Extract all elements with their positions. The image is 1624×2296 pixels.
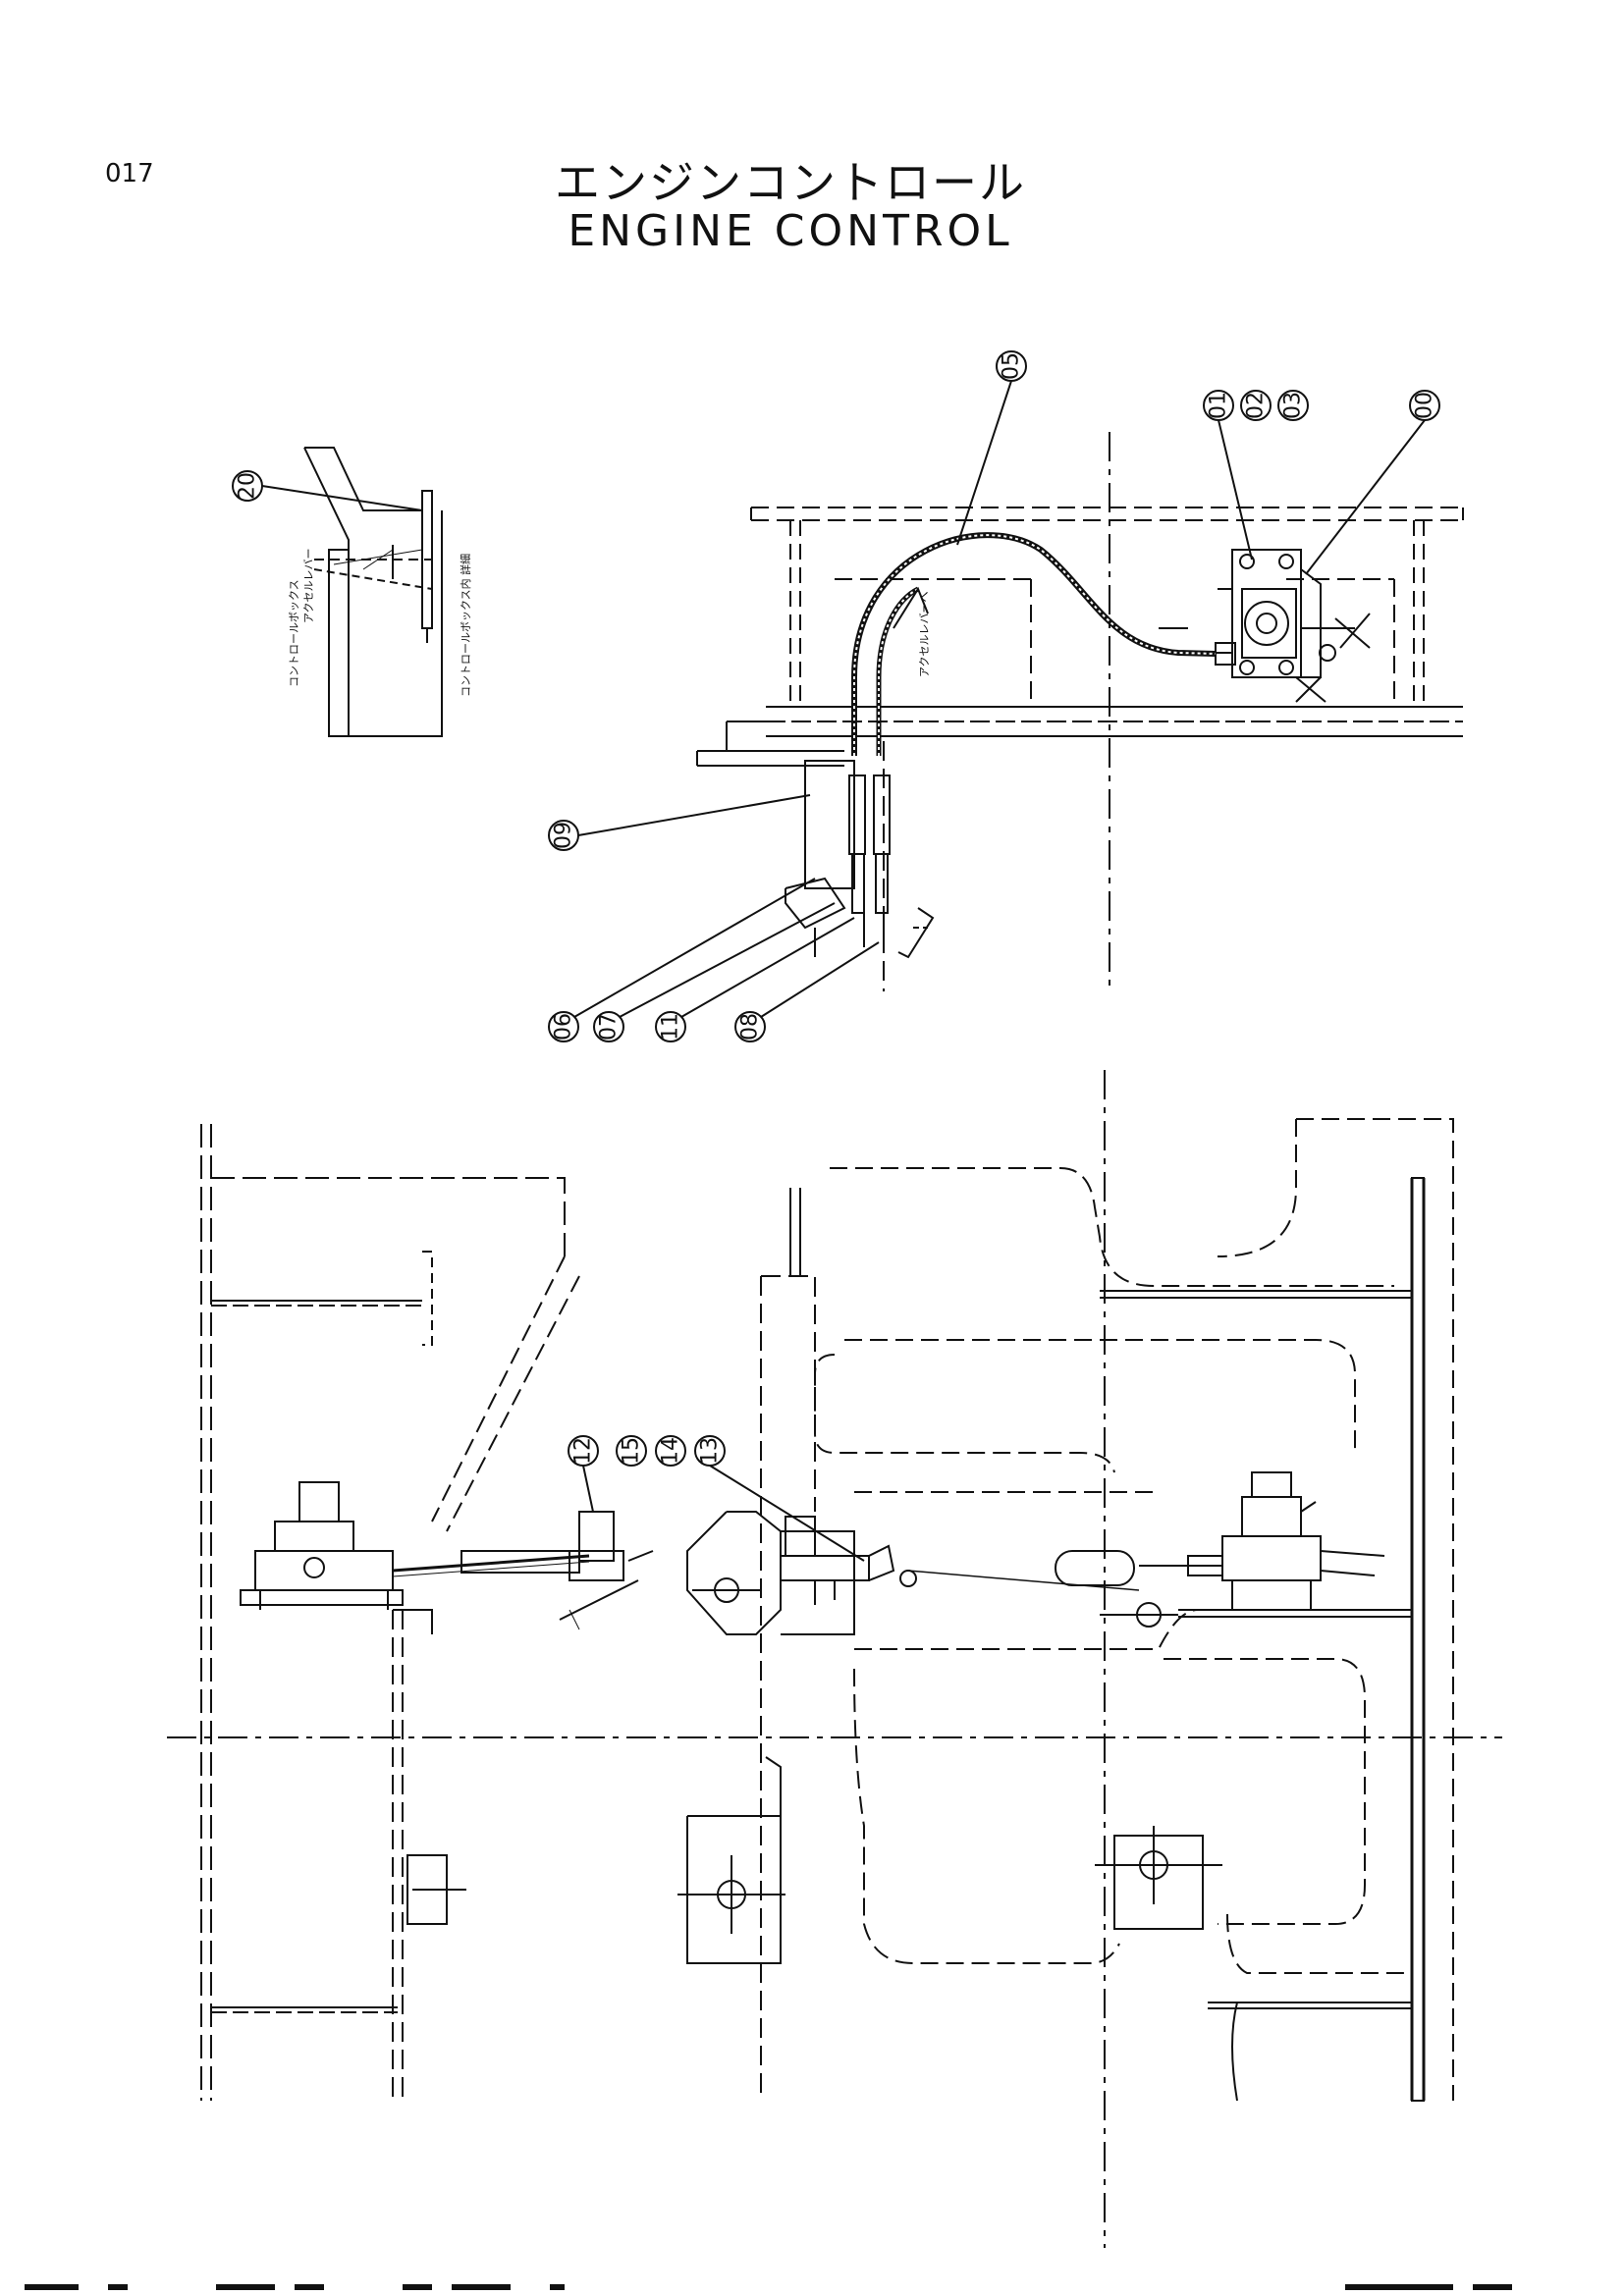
note-accel-lever: アクセルレバー [302, 549, 315, 623]
title-japanese: エンジンコントロール [555, 156, 1026, 209]
callout-06: 06 [552, 1013, 576, 1041]
note-control-box-inside: コントロールボックス内 詳細 [459, 554, 472, 697]
control-box-detail [303, 447, 443, 737]
callouts-lower [568, 1435, 865, 1562]
title-english: ENGINE CONTROL [568, 206, 1013, 256]
callout-08: 08 [738, 1013, 763, 1041]
callout-09: 09 [552, 822, 576, 849]
callouts-upper [232, 350, 1440, 1042]
callout-00: 00 [1413, 392, 1437, 419]
note-control-box: コントロールボックス [288, 579, 300, 687]
engine-side-view [696, 432, 1464, 991]
callout-11: 11 [659, 1013, 683, 1041]
note-to-accel-lever: アクセルレバーへ [918, 592, 931, 677]
callout-14: 14 [659, 1437, 683, 1465]
callout-12: 12 [571, 1437, 596, 1465]
plan-view [167, 1070, 1502, 2248]
page-code: 017 [105, 159, 154, 188]
callout-03: 03 [1281, 392, 1306, 419]
callout-20: 20 [236, 472, 260, 500]
callout-02: 02 [1244, 392, 1269, 419]
callout-07: 07 [597, 1013, 622, 1041]
callout-13: 13 [698, 1437, 723, 1465]
callout-01: 01 [1207, 392, 1231, 419]
callout-15: 15 [620, 1437, 644, 1465]
callout-05: 05 [1000, 352, 1024, 380]
